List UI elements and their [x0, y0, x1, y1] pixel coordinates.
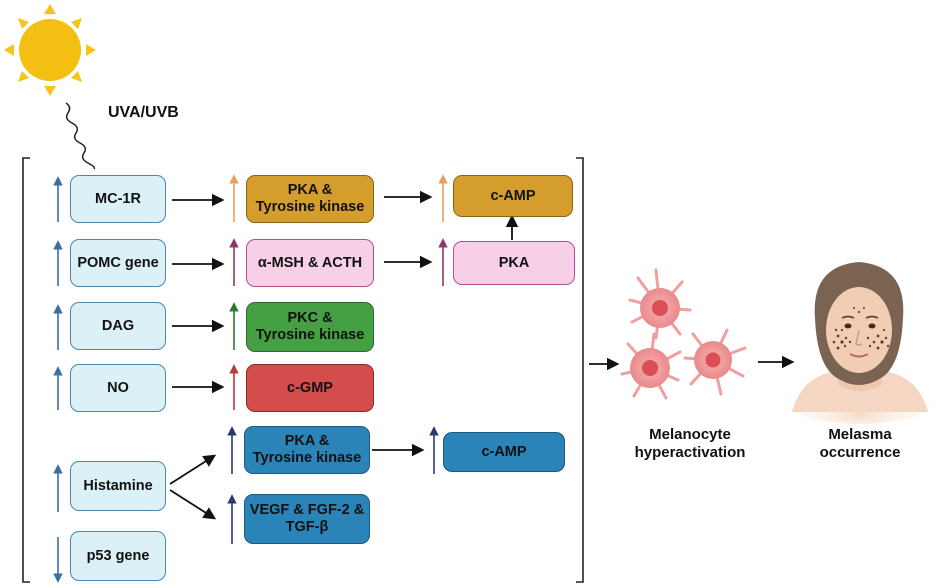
melanocyte-hyperactivation-label: Melanocyte hyperactivation	[634, 426, 746, 461]
wave-icon	[65, 102, 96, 170]
factor-dag: DAG	[70, 302, 166, 350]
factor-no: NO	[70, 364, 166, 412]
uv-label: UVA/UVB	[108, 104, 179, 121]
face-icon	[782, 262, 938, 424]
effector-pka: PKA	[453, 241, 575, 285]
arrow-histamine-to-vegf	[169, 489, 217, 520]
mediator-pka-tyrosine-kinase-2: PKA & Tyrosine kinase	[244, 426, 370, 474]
melasma-occurrence-label: Melasma occurrence	[819, 426, 901, 461]
mediator-cgmp: c-GMP	[246, 364, 374, 412]
factor-pomc-gene: POMC gene	[70, 239, 166, 287]
factor-p53-gene: p53 gene	[70, 531, 166, 581]
mediator-msh-acth: α-MSH & ACTH	[246, 239, 374, 287]
arrow-histamine-to-pka	[169, 454, 217, 485]
effector-camp-2: c-AMP	[443, 432, 565, 472]
effector-camp-1: c-AMP	[453, 175, 573, 217]
factor-histamine: Histamine	[70, 461, 166, 511]
mediator-pka-tyrosine-kinase-1: PKA & Tyrosine kinase	[246, 175, 374, 223]
mediator-vegf-fgf2-tgfb: VEGF & FGF-2 & TGF-β	[244, 494, 370, 544]
melanocyte-cell-icon	[683, 328, 747, 396]
right-bracket	[576, 157, 584, 583]
melanocyte-cell-icon	[620, 332, 682, 400]
left-bracket	[22, 157, 30, 583]
factor-mc1r: MC-1R	[70, 175, 166, 223]
sun-icon	[4, 4, 96, 96]
melanocyte-cell-icon	[628, 268, 692, 340]
mediator-pkc-tyrosine-kinase: PKC & Tyrosine kinase	[246, 302, 374, 352]
